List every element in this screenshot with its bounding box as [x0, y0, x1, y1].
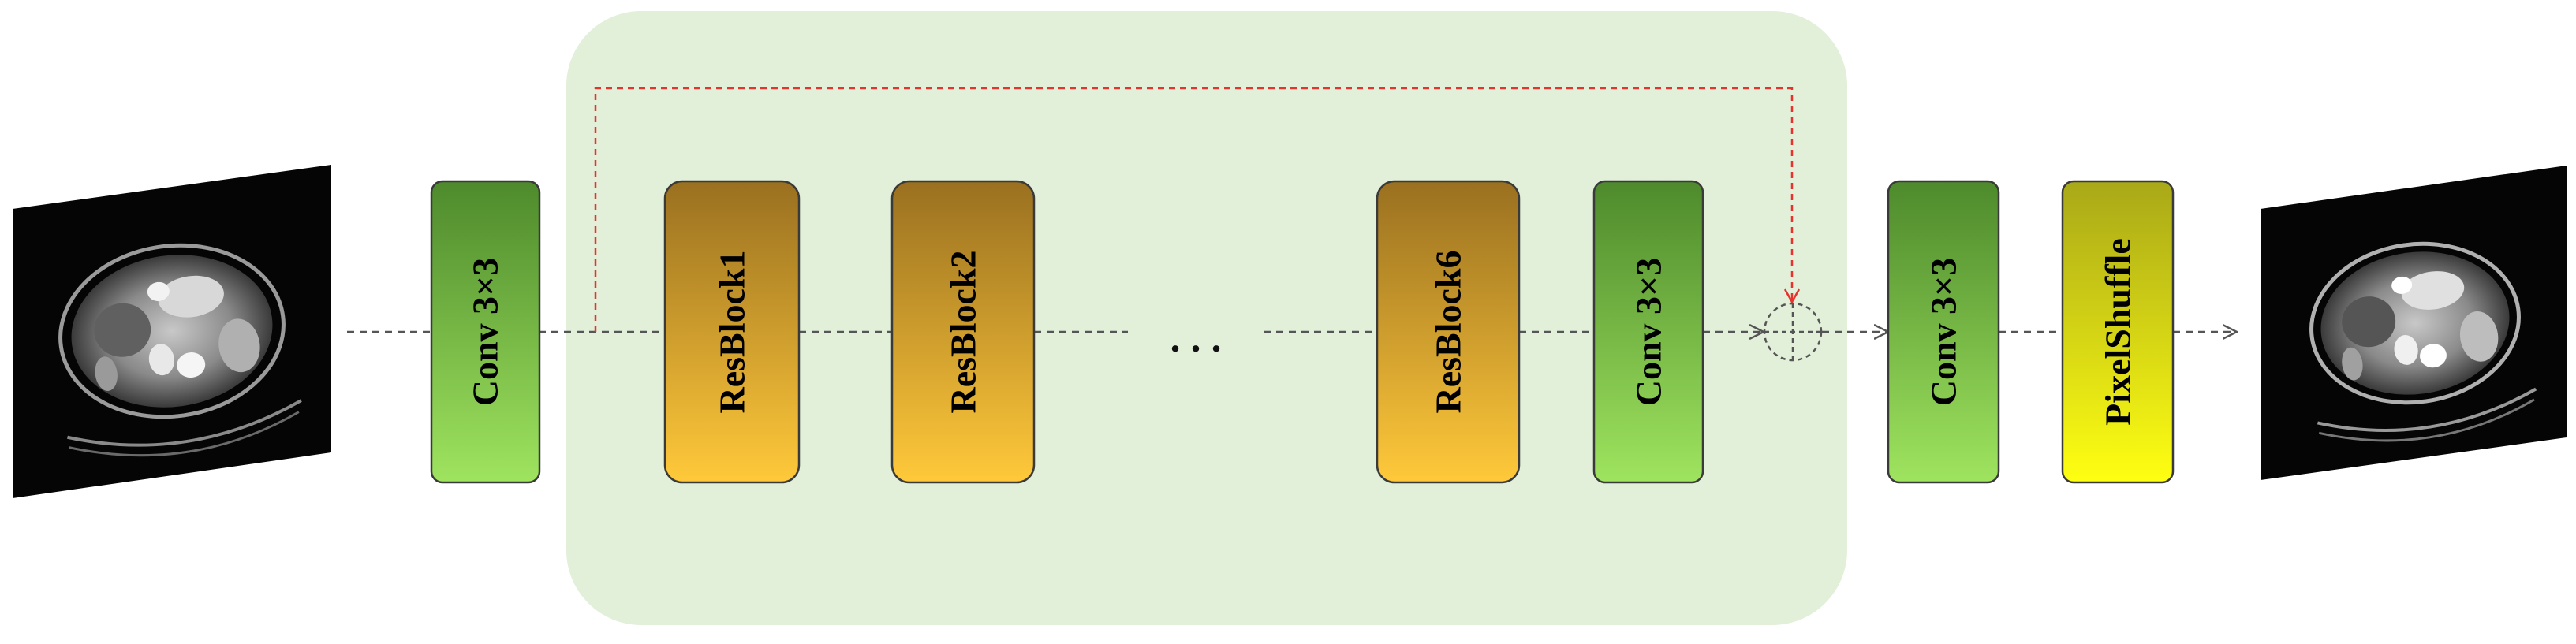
- skip-connection: [594, 87, 1792, 332]
- resblock2-block: ResBlock2: [890, 180, 1036, 484]
- resblock1-block: ResBlock1: [663, 180, 801, 484]
- pixelshuffle-label: PixelShuffle: [2098, 238, 2138, 426]
- conv-input-label: Conv 3×3: [465, 258, 506, 407]
- output-ct-image: [2261, 166, 2567, 480]
- ellipsis: . . .: [1170, 316, 1222, 361]
- residual-group-background: [566, 11, 1847, 625]
- resblock1-label: ResBlock1: [712, 251, 752, 414]
- resblock6-label: ResBlock6: [1428, 251, 1469, 414]
- conv-output-label: Conv 3×3: [1924, 258, 1964, 407]
- conv-output-block: Conv 3×3: [1887, 180, 2000, 484]
- sum-node: [1763, 302, 1823, 362]
- pixelshuffle-block: PixelShuffle: [2061, 180, 2175, 484]
- conv-input-block: Conv 3×3: [430, 180, 541, 484]
- input-ct-image: [13, 165, 331, 498]
- conv-mid-label: Conv 3×3: [1629, 258, 1669, 407]
- resblock6-block: ResBlock6: [1376, 180, 1521, 484]
- resblock2-label: ResBlock2: [943, 251, 984, 414]
- conv-mid-block: Conv 3×3: [1592, 180, 1704, 484]
